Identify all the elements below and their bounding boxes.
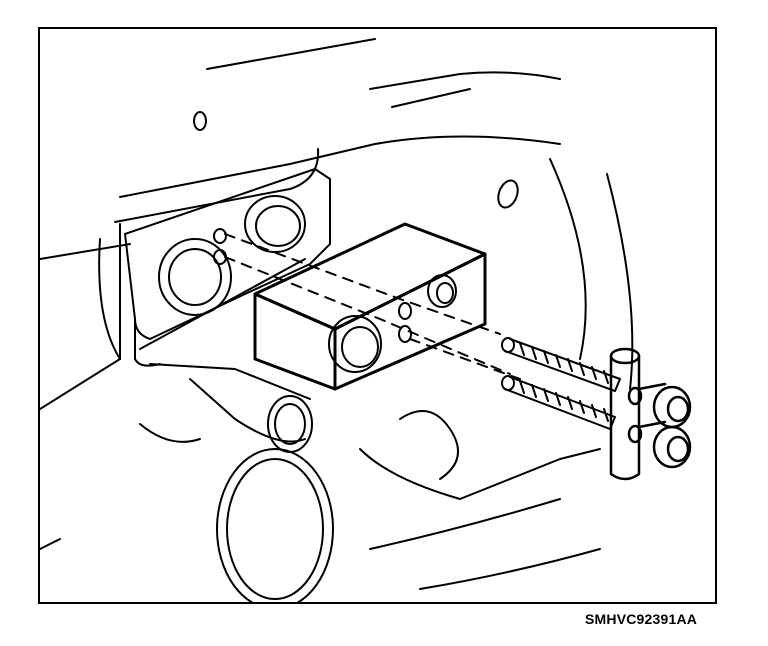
figure-code: SMHVC92391AA [585, 611, 698, 627]
mounting-hole [193, 111, 207, 131]
housing-port [213, 195, 306, 265]
housing-port [158, 238, 232, 316]
housing-outline [40, 38, 634, 550]
valve-block-port [328, 274, 457, 373]
mounting-hole [497, 179, 519, 209]
bolt-head [627, 420, 692, 469]
expansion-valve-block [253, 222, 487, 391]
housing-lower-curves [216, 410, 601, 602]
mounting-bolt [501, 337, 621, 392]
housing-flange [124, 168, 331, 367]
lower-pipe [139, 363, 313, 453]
illustration-frame [38, 27, 717, 604]
mounting-bolt [501, 375, 616, 430]
expansion-valve-illustration [40, 38, 692, 602]
alignment-guide-lines [224, 233, 521, 380]
bracket-post [609, 347, 641, 481]
